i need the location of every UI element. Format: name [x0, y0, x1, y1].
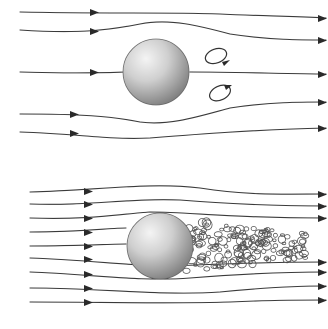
wake-bubble [204, 267, 210, 271]
arrow [318, 71, 327, 78]
streamline [30, 300, 326, 303]
wake-bubble [224, 245, 228, 248]
streamline [20, 102, 326, 123]
arrow [84, 271, 93, 278]
streamline [30, 186, 326, 194]
wake-bubble [300, 239, 306, 244]
arrow [84, 215, 93, 222]
arrow [84, 201, 93, 208]
arrow [318, 259, 327, 266]
wake-bubble [251, 227, 256, 231]
arrow [70, 111, 79, 118]
wake-bubble [252, 251, 261, 260]
arrow [70, 130, 79, 137]
streamline [30, 228, 126, 232]
arrow [318, 191, 327, 198]
bottom-panel [30, 186, 327, 306]
top-panel [20, 9, 327, 138]
arrow [90, 9, 99, 16]
arrow [318, 99, 327, 106]
wake-bubble [207, 235, 210, 238]
arrow [84, 299, 93, 306]
sphere [123, 39, 189, 105]
streamline [20, 128, 326, 138]
arrow [318, 15, 327, 22]
wake-bubble [270, 229, 274, 232]
arrow [90, 69, 99, 76]
streamline [30, 212, 326, 218]
wake-bubble [206, 251, 211, 256]
streamline [30, 244, 126, 246]
arrow [90, 28, 99, 35]
wake-bubble [271, 249, 276, 253]
wake-bubble [273, 239, 276, 242]
streamline [190, 72, 326, 74]
arrow [318, 125, 327, 132]
wake-bubble [273, 233, 277, 237]
streamline [30, 286, 326, 293]
wake-bubble [220, 228, 224, 231]
arrow [318, 283, 327, 290]
arrow [318, 203, 327, 210]
wake-bubble [273, 244, 278, 248]
wake-bubble [262, 249, 266, 253]
streamline [20, 22, 326, 40]
streamline [20, 72, 125, 73]
wake-bubble [214, 232, 222, 237]
wake-bubble [217, 238, 222, 242]
arrow [318, 297, 327, 304]
wake-bubble [225, 251, 232, 258]
arrow [318, 269, 327, 276]
eddy-upper-arrow [222, 60, 230, 66]
wake-bubble [299, 250, 308, 257]
streamline [30, 200, 326, 206]
arrow [84, 243, 93, 250]
arrow [318, 215, 327, 222]
arrow [84, 285, 93, 292]
streamline [20, 12, 326, 18]
wake-bubble [254, 250, 260, 254]
sphere [127, 213, 193, 279]
arrow [318, 37, 327, 44]
